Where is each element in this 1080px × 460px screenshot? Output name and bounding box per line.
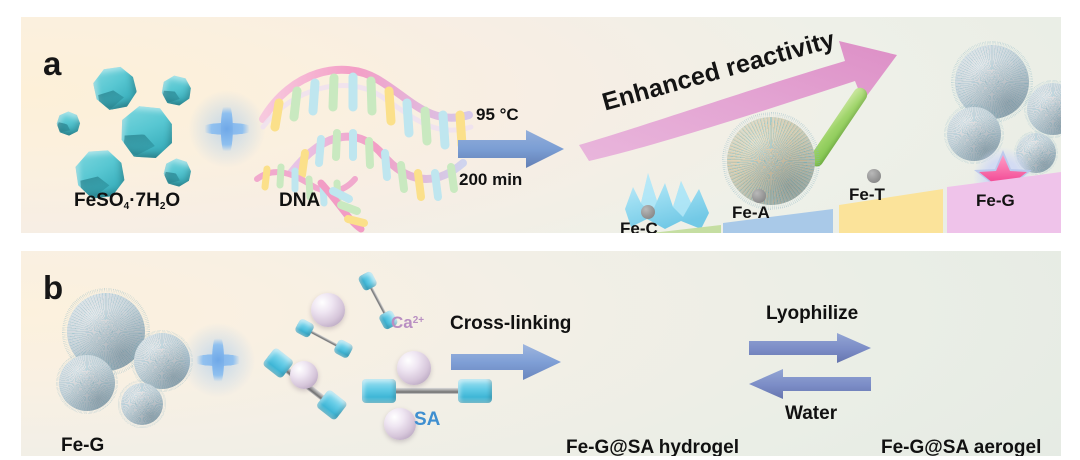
calcium-ion — [290, 361, 318, 389]
fe-g-particle — [118, 380, 166, 428]
reactivity-staircase — [617, 167, 1061, 233]
stair-fe-a — [723, 209, 833, 233]
cross-linking-arrow-icon — [451, 343, 561, 381]
fe-g-particle — [1023, 79, 1061, 139]
stair-label-fe-c: Fe-C — [620, 219, 658, 236]
stair-marker-dot — [641, 205, 655, 219]
feg-label-b: Fe-G — [61, 435, 105, 456]
aerogel-label: Fe-G@SA aerogel — [881, 437, 1042, 456]
feso4-label: FeSO4·7H2O — [74, 190, 181, 212]
sa-label: SA — [414, 409, 441, 430]
stair-label-fe-a: Fe-A — [732, 203, 770, 222]
stair-marker-dot — [867, 169, 881, 183]
panel-a-letter: a — [43, 45, 61, 82]
lyophilize-label: Lyophilize — [766, 303, 859, 324]
calcium-ion-label: Ca2+ — [391, 313, 425, 332]
stair-label-fe-g: Fe-G — [976, 191, 1015, 210]
fe-a-particle — [721, 111, 821, 211]
hydrogel-label: Fe-G@SA hydrogel — [566, 437, 740, 456]
water-label: Water — [785, 403, 838, 424]
panel-divider — [22, 239, 1058, 242]
sa-polymer-unit — [362, 379, 492, 403]
enhanced-reactivity-arrow-icon — [577, 39, 907, 161]
water-arrow-icon — [749, 369, 871, 399]
plus-icon — [185, 87, 269, 171]
condition-time: 200 min — [459, 170, 523, 189]
fe-g-particle — [943, 103, 1005, 165]
panel-a: a FeSO4·7H2O — [18, 14, 1064, 236]
stair-marker-dot — [752, 189, 766, 203]
dna-label: DNA — [279, 190, 321, 211]
stair-fe-g — [947, 172, 1061, 233]
panel-b: b Fe-G — [18, 248, 1064, 456]
crystal-shape — [118, 103, 175, 160]
panel-b-letter: b — [43, 269, 63, 306]
fe-g-particle — [55, 351, 119, 415]
dna-illustration — [254, 53, 477, 233]
calcium-ion — [384, 408, 416, 440]
lyophilize-arrow-icon — [749, 333, 871, 363]
calcium-ion — [397, 351, 431, 385]
stair-fe-t — [839, 189, 943, 233]
plus-icon — [177, 319, 259, 401]
calcium-ion — [311, 293, 345, 327]
reaction-arrow-icon — [458, 130, 564, 168]
stair-label-fe-t: Fe-T — [849, 185, 885, 204]
cross-linking-label: Cross-linking — [450, 313, 572, 334]
crystal-shape — [54, 109, 84, 139]
condition-temperature: 95 °C — [476, 105, 519, 124]
